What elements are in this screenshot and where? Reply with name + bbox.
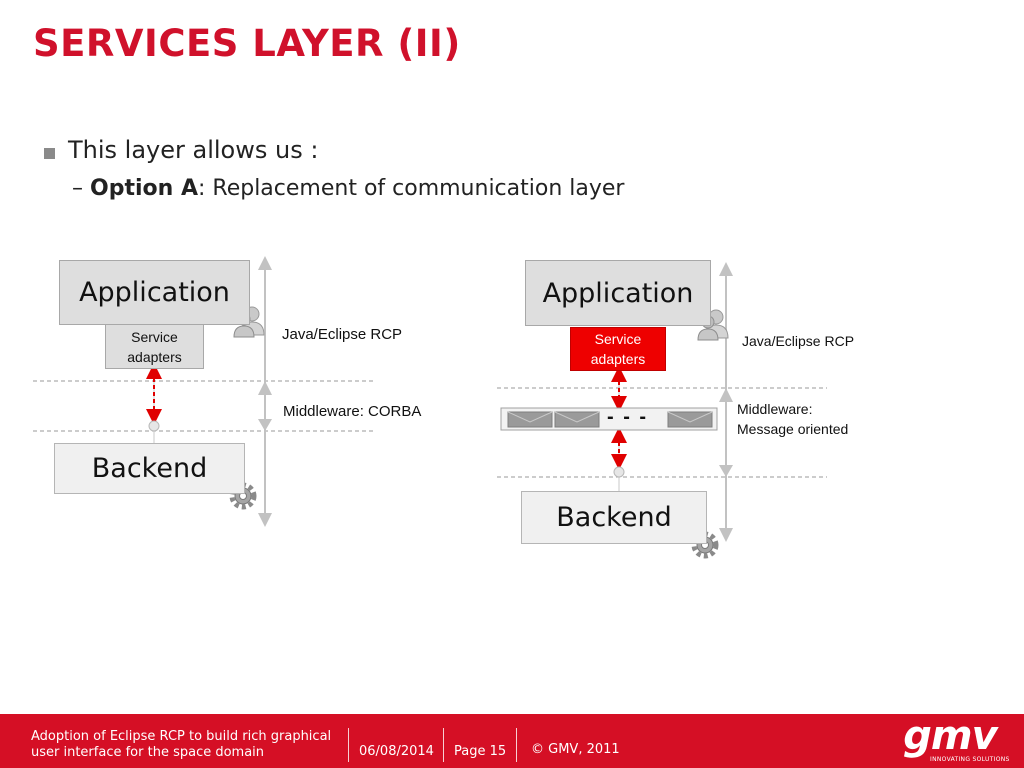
footer-description: Adoption of Eclipse RCP to build rich gr…	[31, 729, 332, 760]
footer-divider	[348, 728, 349, 762]
service-adapters-box: Service adapters	[570, 327, 666, 371]
layer-label-middleware: Middleware: CORBA	[283, 403, 422, 420]
left-diagram-lines	[33, 256, 373, 527]
layer-label-rcp: Java/Eclipse RCP	[282, 326, 403, 343]
footer-bar: Adoption of Eclipse RCP to build rich gr…	[0, 714, 1024, 768]
layer-label-rcp: Java/Eclipse RCP	[742, 333, 855, 349]
slide-title: SERVICES LAYER (II)	[33, 22, 461, 65]
bullet-option-text: : Replacement of communication layer	[197, 176, 625, 201]
footer-copyright: © GMV, 2011	[531, 742, 620, 757]
bullet-dash: –	[72, 176, 83, 201]
footer-divider	[443, 728, 444, 762]
queue-ellipsis: - - -	[607, 406, 649, 428]
bullet-level1: This layer allows us :	[68, 136, 319, 164]
backend-box: Backend	[54, 443, 245, 494]
footer-date: 06/08/2014	[359, 744, 434, 759]
layer-label-middleware: Middleware: Message oriented	[737, 401, 849, 437]
application-box: Application	[59, 260, 250, 325]
footer-page-number: Page 15	[454, 744, 507, 759]
gmv-logo: gmv INNOVATING SOLUTIONS	[900, 713, 1009, 766]
footer-divider	[516, 728, 517, 762]
right-diagram-lines	[497, 262, 827, 542]
service-adapters-box: Service adapters	[105, 324, 204, 369]
bullet-square-icon	[44, 148, 55, 159]
bullet-level2: – Option A: Replacement of communication…	[72, 176, 624, 201]
application-box: Application	[525, 260, 711, 326]
backend-box: Backend	[521, 491, 707, 544]
bullet-option-label: Option A	[90, 176, 198, 201]
logo-tagline: INNOVATING SOLUTIONS	[930, 756, 1010, 763]
logo-wordmark: gmv	[903, 713, 997, 759]
